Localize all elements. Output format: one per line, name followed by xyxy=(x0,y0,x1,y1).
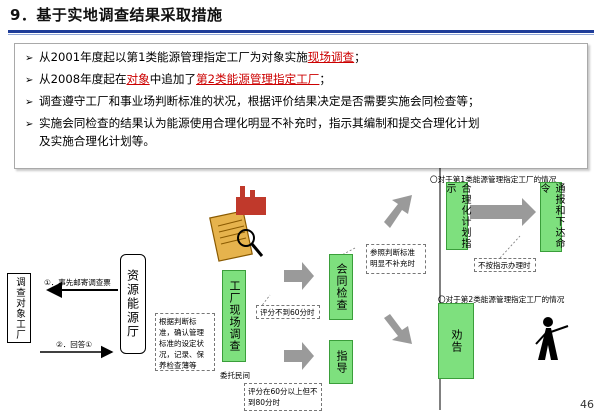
pointing-figure-icon xyxy=(535,317,569,360)
arrow-bullet-icon: ➢ xyxy=(25,97,34,108)
score-range-note: 评分在60分以上但不到80分时 xyxy=(244,383,322,411)
title-divider-thin xyxy=(8,34,594,35)
highlight-onsite-survey: 现场调查 xyxy=(307,50,355,64)
arrow-bullet-icon: ➢ xyxy=(25,53,34,64)
type1-heading: 〇对于第1类能源管理指定工厂的情况 xyxy=(430,175,557,184)
arrow-bullet-icon: ➢ xyxy=(25,119,34,130)
bullet-4: ➢实施会同检查的结果认为能源使用合理化明显不补充时，指示其编制和提交合理化计划 xyxy=(25,115,480,133)
arrow-to-type1 xyxy=(384,195,412,228)
highlight-type2-factory: 第2类能源管理指定工厂 xyxy=(196,72,320,86)
page-title: 9．基于实地调查结果采取措施 xyxy=(10,6,223,24)
bullet-3: ➢调查遵守工厂和事业场判断标准的状况，根据评价结果决定是否需要实施会同检查等； xyxy=(25,93,480,111)
bullet-4-continued: 及实施合理化计划等。 xyxy=(39,134,155,148)
title-divider xyxy=(8,30,594,33)
bullet-2: ➢从2008年度起在对象中追加了第2类能源管理指定工厂； xyxy=(25,71,331,89)
score-below-note: 评分不到60分时 xyxy=(256,305,320,319)
bullet-box: ➢从2001年度起以第1类能源管理指定工厂为对象实施现场调查； ➢从2008年度… xyxy=(14,43,588,169)
agency-box: 资源能源厅 xyxy=(120,254,146,354)
survey-target-factory-box: 调查对象工厂 xyxy=(7,273,31,343)
type2-heading: 〇对于第2类能源管理指定工厂的情况 xyxy=(438,295,565,304)
page-number: 46 xyxy=(580,398,594,411)
highlight-object: 对象 xyxy=(126,72,150,86)
judgment-criteria-note: 根据判断标准，确认管理标准的设定状况，记录、保养检查薄等 xyxy=(155,313,215,371)
arrow-to-type2 xyxy=(384,314,412,344)
arrow-to-joint-inspection xyxy=(284,262,314,290)
commission-label: 委托民间 xyxy=(220,371,250,380)
advice-box: 劝告 xyxy=(438,303,474,379)
guidance-box: 指导 xyxy=(329,340,353,384)
arrow-to-guidance xyxy=(284,342,314,370)
factory-onsite-survey-box: 工厂现场调查 xyxy=(222,270,246,362)
mail-survey-label: ①．事先邮寄调查票 xyxy=(44,278,111,287)
reply-label: ②．回答① xyxy=(56,340,92,349)
reference-criteria-note: 参照判断标准明显不补充时 xyxy=(366,244,426,274)
rationalization-plan-box: 合理化计划指示 xyxy=(444,182,470,250)
notice-order-box: 通报和下达命令 xyxy=(538,182,564,252)
joint-inspection-box: 会同检查 xyxy=(329,254,353,320)
not-followed-note: 不按指示办理时 xyxy=(474,258,536,272)
arrow-bullet-icon: ➢ xyxy=(25,75,34,86)
bullet-1: ➢从2001年度起以第1类能源管理指定工厂为对象实施现场调查； xyxy=(25,49,366,67)
arrow-to-notice-order xyxy=(470,198,536,226)
document-inspection-icon xyxy=(209,186,266,262)
